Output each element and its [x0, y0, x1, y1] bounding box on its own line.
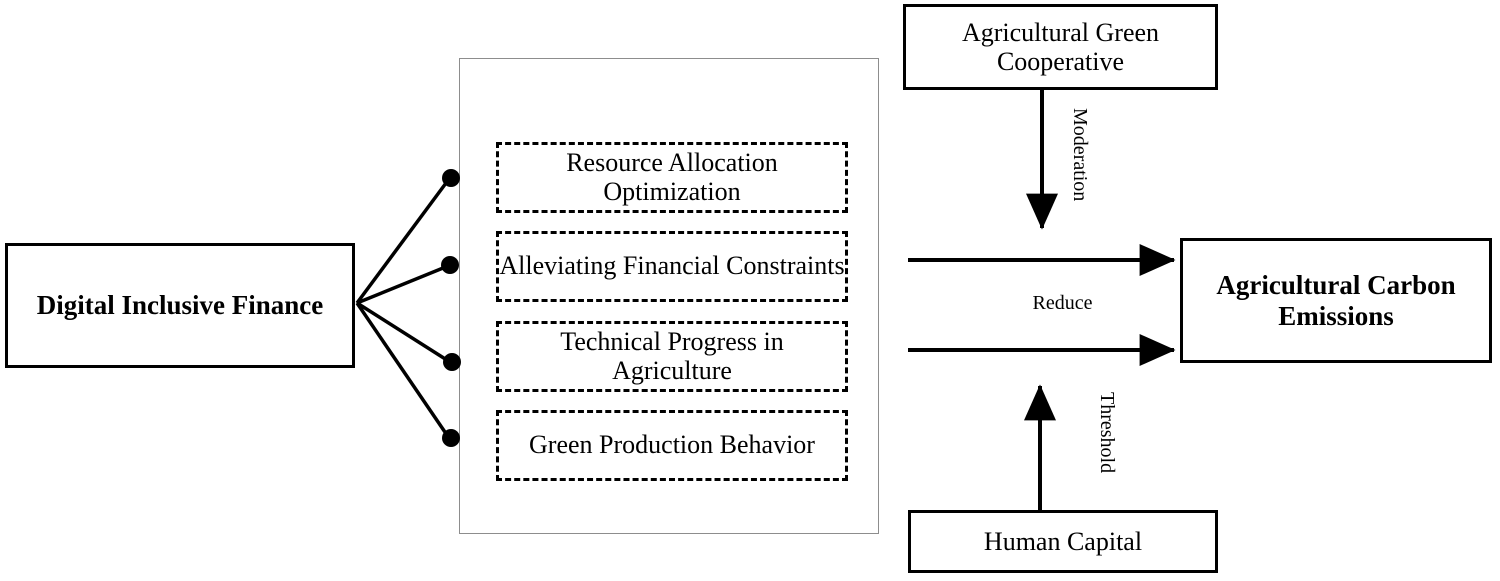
mechanism-box-resource-allocation-optimization: Resource Allocation Optimization — [496, 142, 848, 213]
edge-label-moderation: Moderation — [1069, 108, 1091, 202]
node-agricultural-carbon-emissions: Agricultural Carbon Emissions — [1180, 238, 1492, 363]
mechanism-box-alleviating-financial-constraints: Alleviating Financial Constraints — [496, 231, 848, 302]
fanout-connectors — [355, 177, 451, 439]
node-agricultural-green-cooperative: Agricultural Green Cooperative — [903, 4, 1218, 90]
mechanism-box-green-production-behavior: Green Production Behavior — [496, 410, 848, 481]
edge-label-threshold: Threshold — [1096, 392, 1118, 474]
mechanism-box-technical-progress-in-agriculture: Technical Progress in Agriculture — [496, 321, 848, 392]
node-digital-inclusive-finance: Digital Inclusive Finance — [5, 243, 355, 368]
connector-endpoint-dots — [441, 169, 461, 447]
edge-label-reduce: Reduce — [1032, 292, 1093, 314]
node-human-capital: Human Capital — [908, 510, 1218, 573]
